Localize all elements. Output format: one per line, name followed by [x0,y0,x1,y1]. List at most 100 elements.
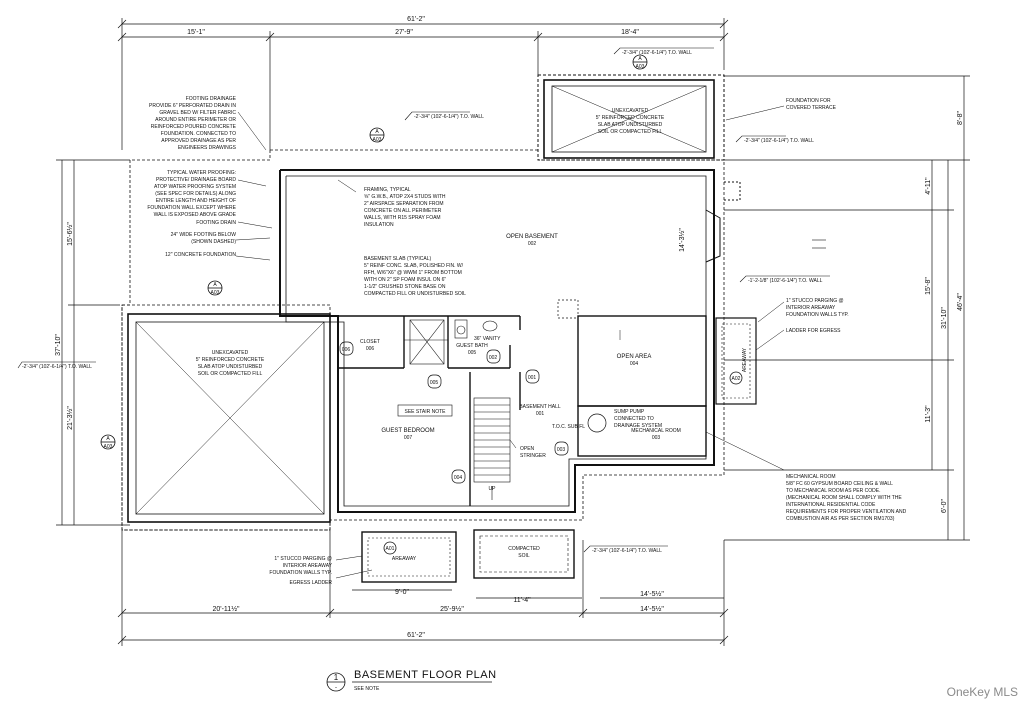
note-open-stringer-1: OPEN [520,446,535,452]
dim-bottom-mid: 25'-9½" [440,605,464,613]
stair-up-label: UP [489,486,497,492]
dim-overall-bottom: 61'-2" [407,632,425,639]
areaway-bottom [361,529,575,583]
room-line: UNEXCAVATED [612,108,649,114]
unexcavated-top-area [537,74,725,161]
dim-right-top: 8'-8" [957,111,964,125]
dim-right-b: 15'-8" [925,277,932,295]
note-stucco-bottom: 1" STUCCO PARGING @ INTERIOR AREAWAY FOU… [269,556,332,576]
door-tag-002: 002 [489,355,498,361]
note-sump-3: DRAINAGE SYSTEM [614,423,662,429]
dim-right-overall: 46'-4" [957,293,964,311]
watermark: OneKey MLS [947,685,1018,699]
note-open-stringer-2: STRINGER [520,453,546,459]
room-open-basement: OPEN BASEMENT [506,234,558,240]
note-footing-drainage: FOOTING DRAINAGE PROVIDE 6" PERFORATED D… [149,96,237,151]
note-line: REINFORCED POURED CONCRETE [151,124,237,130]
room-guest-bedroom-num: 007 [404,435,413,441]
room-vanity: 36" VANITY [474,336,501,342]
note-line: TYPICAL WATER PROOFING: [167,170,236,176]
note-line: FRAMING, TYPICAL [364,187,411,193]
note-see-stair: SEE STAIR NOTE [404,409,446,415]
room-compacted-soil-1: COMPACTED [508,546,540,552]
section-a-topright-num: A03 [636,64,645,70]
room-guest-bath-num: 005 [468,350,477,356]
door-tag-006: 006 [342,347,351,353]
note-line: REQUIREMENTS FOR PROPER VENTILATION AND [786,509,907,515]
note-line: MECHANICAL ROOM [786,474,836,480]
dim-bottom-left: 20'-11½" [212,605,240,613]
note-mechanical: MECHANICAL ROOM 5/8" FC 60 GYPSUM BOARD … [786,474,907,522]
note-line: ⅝" G.W.B., ATOP 2X4 STUDS WITH [364,194,446,200]
dim-right-c: 31'-10" [941,307,948,329]
section-markers [100,54,743,555]
room-areaway-bottom: AREAWAY [392,556,417,562]
elevation-text: -2'-3/4" (102'-6-1/4") T.O. WALL -2'-3/4… [22,50,823,554]
section-a-topright: A [638,56,642,62]
dimension-lines-right [724,75,970,541]
dim-top-mid: 27'-9" [395,29,413,36]
room-line: SOIL OR COMPACTED FILL [198,371,263,377]
section-a-lower: A [106,436,110,442]
note-line: ATOP WATER PROOFING SYSTEM [154,184,236,190]
note-line: (MECHANICAL ROOM SHALL COMPLY WITH THE [786,495,902,501]
room-line: SOIL OR COMPACTED FILL [598,129,663,135]
room-guest-bath: GUEST BATH [456,343,488,349]
tw-top: -2'-3/4" (102'-6-1/4") T.O. WALL [414,114,484,120]
dimension-lines-top [117,18,729,150]
title-sub: - [335,685,337,691]
dim-right-d: 11'-3" [925,405,932,423]
note-line: WITH ON 2" SP FOAM INSUL ON 6" [364,277,446,283]
note-line: FOUNDATION WALL EXCEPT WHERE [147,205,236,211]
note-line: APPROVED DRAINAGE AS PER [161,138,236,144]
note-line: CONCRETE ON ALL PERIMETER [364,208,442,214]
dim-areaway-width: 9'-0" [395,589,409,596]
dim-left-lower: 21'-3½" [66,406,74,430]
section-a-left-num: A03 [211,290,220,296]
note-line: FOUNDATION. CONNECTED TO [161,131,236,137]
room-open-area-num: 004 [630,361,639,367]
tw-right-mid: -1'-2-1/8" (102'-6-1/4") T.O. WALL [748,278,823,284]
door-tags [339,341,569,484]
note-line: INSULATION [364,222,394,228]
note-line: 5/8" FC 60 GYPSUM BOARD CEILING & WALL [786,481,893,487]
note-line: PROVIDE 6" PERFORATED DRAIN IN [149,103,236,109]
right-wall-bump [705,181,741,263]
note-stucco-right-3: FOUNDATION WALLS TYP. [786,312,849,318]
note-line: PROTECTIVE/ DRAINAGE BOARD [156,177,236,183]
room-basement-hall: BASEMENT HALL [519,404,561,410]
tw-right-top: -2'-3/4" (102'-6-1/4") T.O. WALL [744,138,814,144]
note-line: 1" STUCCO PARGING @ [274,556,332,562]
note-leaders [235,105,785,579]
window-tag-a02: A02 [732,376,741,382]
dim-areaway-right: 11'-4" [513,597,531,604]
dim-top-left: 15'-1" [187,29,205,36]
interior-walls [338,315,707,506]
dim-top-right: 18'-4" [621,29,639,36]
room-unexcavated-left: UNEXCAVATED 5" REINFORCED CONCRETE SLAB … [196,350,265,377]
note-covered-terrace-1: FOUNDATION FOR [786,98,831,104]
note-footing-below-1: 24" WIDE FOOTING BELOW [171,232,237,238]
note-line: FOOTING DRAINAGE [186,96,237,102]
section-a-top: A [375,129,379,135]
room-line: UNEXCAVATED [212,350,249,356]
room-closet-num: 006 [366,346,375,352]
room-guest-bedroom: GUEST BEDROOM [381,428,434,434]
dim-bottom-right-2: 14'-5½" [640,590,664,598]
room-line: SLAB ATOP UNDISTURBED [598,122,663,128]
note-line: ENTIRE LENGTH AND HEIGHT OF [156,198,236,204]
door-tag-005: 005 [430,380,439,386]
note-line: RFH, W/6"X6" @ WWM 1" FROM BOTTOM [364,270,462,276]
note-line: BASEMENT SLAB (TYPICAL) [364,256,431,262]
note-line: COMBUSTION AIR AS PER SECTION RM1703) [786,516,895,522]
room-closet: CLOSET [360,339,380,345]
tw-left-mid: -2'-3/4" (102'-6-1/4") T.O. WALL [22,364,92,370]
note-stucco-right-2: INTERIOR AREAWAY [786,305,836,311]
note-line: COMPACTED FILL OR UNDISTURBED SOIL [364,291,466,297]
window-tag-a01: A01 [386,546,395,552]
section-a-lower-num: A03 [104,444,113,450]
note-footing-below-2: (SHOWN DASHED) [191,239,236,245]
room-open-area: OPEN AREA [617,354,652,360]
dimension-text: 61'-2" 15'-1" 27'-9" 18'-4" 61'-2" 20'-1… [55,16,964,639]
